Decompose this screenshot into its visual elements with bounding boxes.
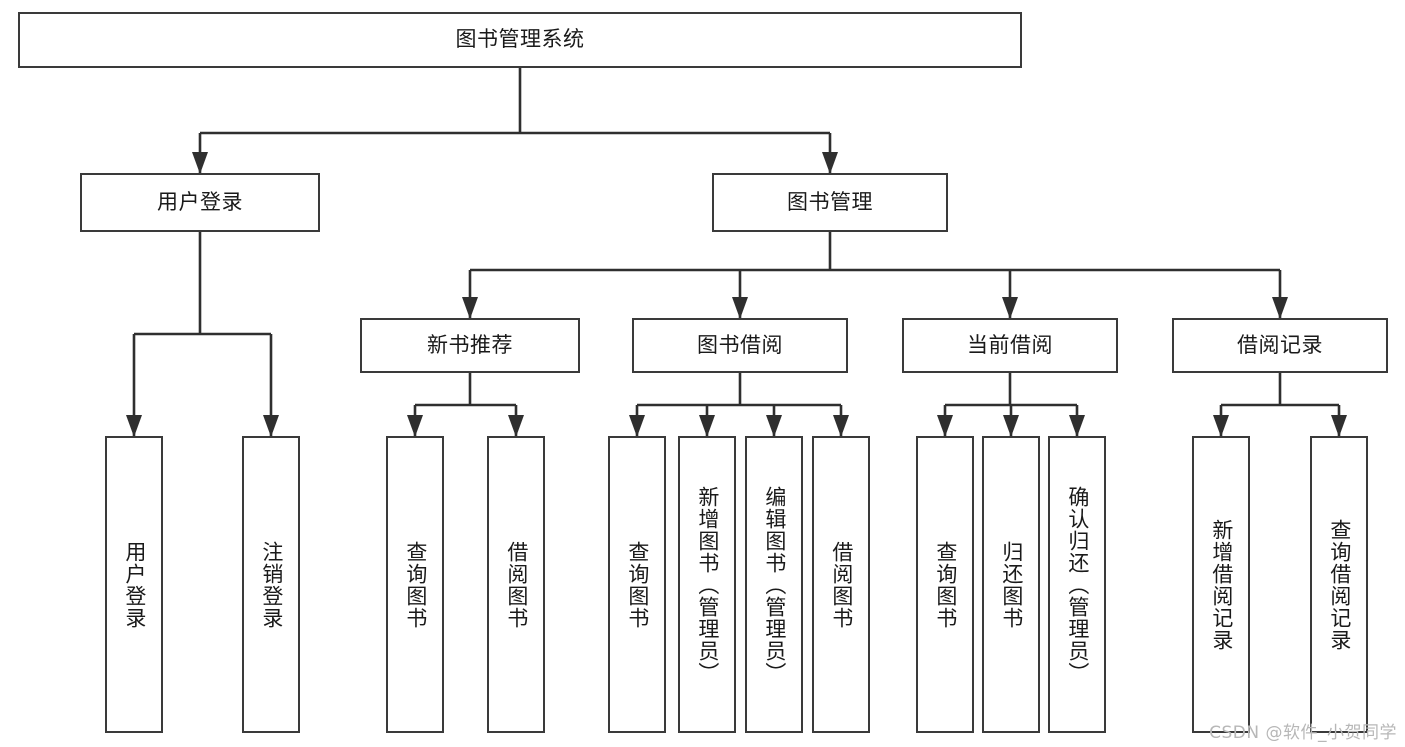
node-label: 用户登录	[157, 189, 243, 214]
node-borrow-record[interactable]: 借阅记录	[1172, 318, 1388, 373]
node-leaf-query-record[interactable]: 查询借阅记录	[1310, 436, 1368, 733]
node-current-borrow[interactable]: 当前借阅	[902, 318, 1118, 373]
node-label: 用户登录	[122, 540, 147, 629]
node-label: 图书借阅	[697, 332, 783, 357]
node-label: 查询借阅记录	[1327, 518, 1352, 651]
node-label: 新增图书（管理员）	[695, 485, 720, 684]
node-root[interactable]: 图书管理系统	[18, 12, 1022, 68]
node-leaf-user-logout[interactable]: 注销登录	[242, 436, 300, 733]
node-label: 图书管理	[787, 189, 873, 214]
node-label: 借阅图书	[829, 540, 854, 629]
watermark: CSDN @软件_小贺同学	[1209, 723, 1397, 743]
node-label: 确认归还（管理员）	[1065, 485, 1090, 684]
node-leaf-add-book[interactable]: 新增图书（管理员）	[678, 436, 736, 733]
node-leaf-query-book-1[interactable]: 查询图书	[386, 436, 444, 733]
node-leaf-add-record[interactable]: 新增借阅记录	[1192, 436, 1250, 733]
node-label: 注销登录	[259, 540, 284, 629]
node-label: 借阅图书	[504, 540, 529, 629]
node-leaf-borrow-book-2[interactable]: 借阅图书	[812, 436, 870, 733]
node-label: 归还图书	[999, 540, 1024, 629]
node-label: 查询图书	[403, 540, 428, 629]
node-leaf-return-book[interactable]: 归还图书	[982, 436, 1040, 733]
node-label: 图书管理系统	[455, 27, 585, 52]
node-book-manage[interactable]: 图书管理	[712, 173, 948, 232]
node-leaf-query-book-2[interactable]: 查询图书	[608, 436, 666, 733]
node-leaf-query-book-3[interactable]: 查询图书	[916, 436, 974, 733]
node-book-borrow[interactable]: 图书借阅	[632, 318, 848, 373]
node-leaf-edit-book[interactable]: 编辑图书（管理员）	[745, 436, 803, 733]
node-label: 借阅记录	[1237, 332, 1323, 357]
node-user-login[interactable]: 用户登录	[80, 173, 320, 232]
node-new-book-rec[interactable]: 新书推荐	[360, 318, 580, 373]
node-label: 查询图书	[933, 540, 958, 629]
node-label: 编辑图书（管理员）	[762, 485, 787, 684]
node-leaf-user-login[interactable]: 用户登录	[105, 436, 163, 733]
node-leaf-confirm-return[interactable]: 确认归还（管理员）	[1048, 436, 1106, 733]
node-label: 当前借阅	[967, 332, 1053, 357]
node-label: 新书推荐	[427, 332, 513, 357]
node-label: 查询图书	[625, 540, 650, 629]
node-leaf-borrow-book-1[interactable]: 借阅图书	[487, 436, 545, 733]
node-label: 新增借阅记录	[1209, 518, 1234, 651]
